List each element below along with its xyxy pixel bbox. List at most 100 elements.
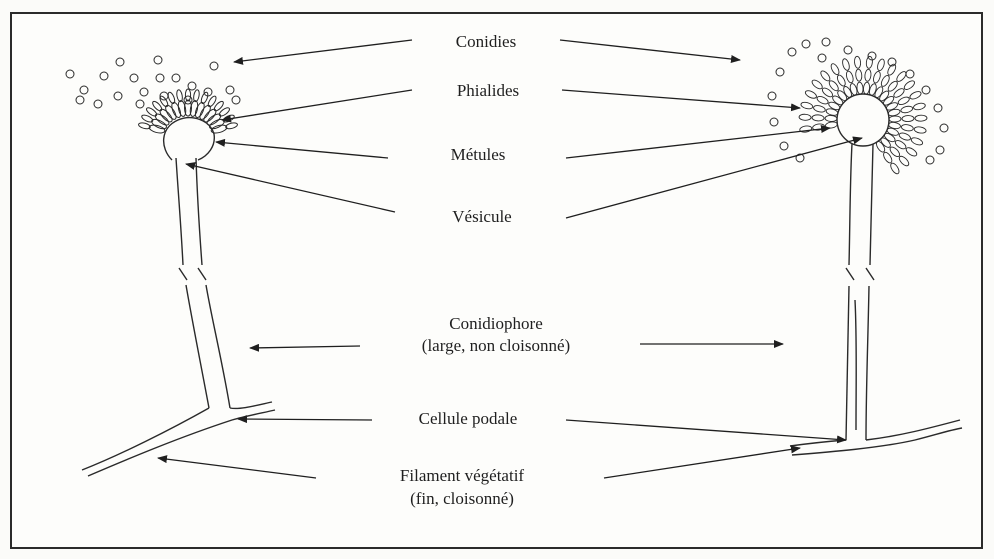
conidium xyxy=(788,48,796,56)
conidium xyxy=(776,68,784,76)
right-hypha-bottom xyxy=(792,428,962,455)
metule-cell xyxy=(825,115,837,122)
conidium xyxy=(770,118,778,126)
left-conidia xyxy=(66,56,240,108)
phialide-cell xyxy=(819,69,831,82)
conidium xyxy=(136,100,144,108)
phialide-cell xyxy=(915,115,927,121)
metule-cell xyxy=(889,116,901,122)
phialide-cell xyxy=(897,96,910,107)
left-aspergillus xyxy=(82,118,275,476)
conidium xyxy=(116,58,124,66)
conidium xyxy=(940,124,948,132)
label-conidiophore-line1: Conidiophore xyxy=(449,314,543,333)
conidium xyxy=(922,86,930,94)
phialide-cell xyxy=(845,70,854,83)
label-filament-line2: (fin, cloisonné) xyxy=(410,489,514,508)
phialide-cell xyxy=(913,102,926,111)
arrow-conidies-right xyxy=(560,40,740,60)
phialide-cell xyxy=(841,58,850,71)
phialide-cell xyxy=(864,69,871,82)
left-vesicle xyxy=(164,118,215,160)
phialide-cell xyxy=(886,63,897,76)
conidium xyxy=(156,74,164,82)
metule-cell xyxy=(856,82,863,95)
label-conidies: Conidies xyxy=(456,32,516,51)
phialide-cell xyxy=(901,124,914,132)
phialide-cell xyxy=(812,115,824,122)
phialide-cell xyxy=(855,69,862,82)
right-metules xyxy=(799,56,927,175)
left-conidiophore-lower-r xyxy=(206,285,230,408)
conidium xyxy=(768,92,776,100)
conidium xyxy=(210,62,218,70)
arrow-phialides-right xyxy=(562,90,800,108)
phialide-cell xyxy=(193,89,200,102)
arrow-cellule-right xyxy=(566,420,846,440)
right-hypha-top-r xyxy=(866,420,960,440)
phialide-cell xyxy=(909,90,922,101)
phialide-cell xyxy=(799,114,811,121)
arrow-metules-left xyxy=(216,142,388,158)
conidium xyxy=(934,104,942,112)
right-conidiophore-lower xyxy=(846,286,849,440)
conidium xyxy=(94,100,102,108)
phialide-cell xyxy=(903,79,916,91)
conidium xyxy=(66,70,74,78)
arrow-conidiophore-left xyxy=(250,346,360,348)
phialide-cell xyxy=(813,104,826,113)
conidium xyxy=(926,156,934,164)
conidium xyxy=(140,88,148,96)
label-cellule-podale: Cellule podale xyxy=(419,409,518,428)
phialide-cell xyxy=(866,56,873,69)
phialide-cell xyxy=(900,105,913,114)
conidium xyxy=(100,72,108,80)
conidium xyxy=(936,146,944,154)
phialide-cell xyxy=(800,101,813,110)
arrow-vesicule-left xyxy=(186,164,395,212)
phialide-cell xyxy=(898,155,911,168)
conidium xyxy=(114,92,122,100)
phialide-cell xyxy=(910,136,923,146)
phialide-cell xyxy=(902,115,914,121)
left-conidiophore-lower xyxy=(186,285,209,408)
arrow-vesicule-right xyxy=(566,138,862,218)
phialide-cell xyxy=(176,89,183,102)
conidium xyxy=(130,74,138,82)
phialide-cell xyxy=(914,126,927,134)
conidium xyxy=(76,96,84,104)
phialide-cell xyxy=(872,71,881,84)
arrow-metules-right xyxy=(566,128,830,158)
phialide-cell xyxy=(905,146,918,158)
left-foot-cell xyxy=(82,408,209,470)
metule-cell xyxy=(888,108,901,117)
phialide-cell xyxy=(895,70,907,83)
conidium xyxy=(818,54,826,62)
right-hypha-top xyxy=(790,440,846,446)
arrow-phialides-left xyxy=(222,90,412,120)
metule-cell xyxy=(825,108,838,117)
right-conidiophore-upper-r xyxy=(870,144,873,265)
metule-cell xyxy=(863,82,870,95)
label-conidiophore-line2: (large, non cloisonné) xyxy=(422,336,570,355)
phialide-cell xyxy=(138,122,151,130)
arrow-filament-left xyxy=(158,458,316,478)
phialide-cell xyxy=(804,89,817,100)
conidium xyxy=(906,70,914,78)
phialide-cell xyxy=(816,95,829,106)
arrow-filament-right xyxy=(604,448,800,478)
conidium xyxy=(154,56,162,64)
label-vesicule: Vésicule xyxy=(452,207,511,226)
phialide-cell xyxy=(889,162,901,175)
phialide-cell xyxy=(854,56,861,69)
right-conidiophore-upper xyxy=(849,144,852,265)
phialide-cell xyxy=(225,122,238,130)
conidium xyxy=(822,38,830,46)
phialide-cell xyxy=(876,58,885,71)
left-break-mark xyxy=(179,268,206,280)
left-conidiophore-upper-r xyxy=(196,158,202,265)
conidium xyxy=(780,142,788,150)
left-foot-cell-r xyxy=(230,402,272,408)
